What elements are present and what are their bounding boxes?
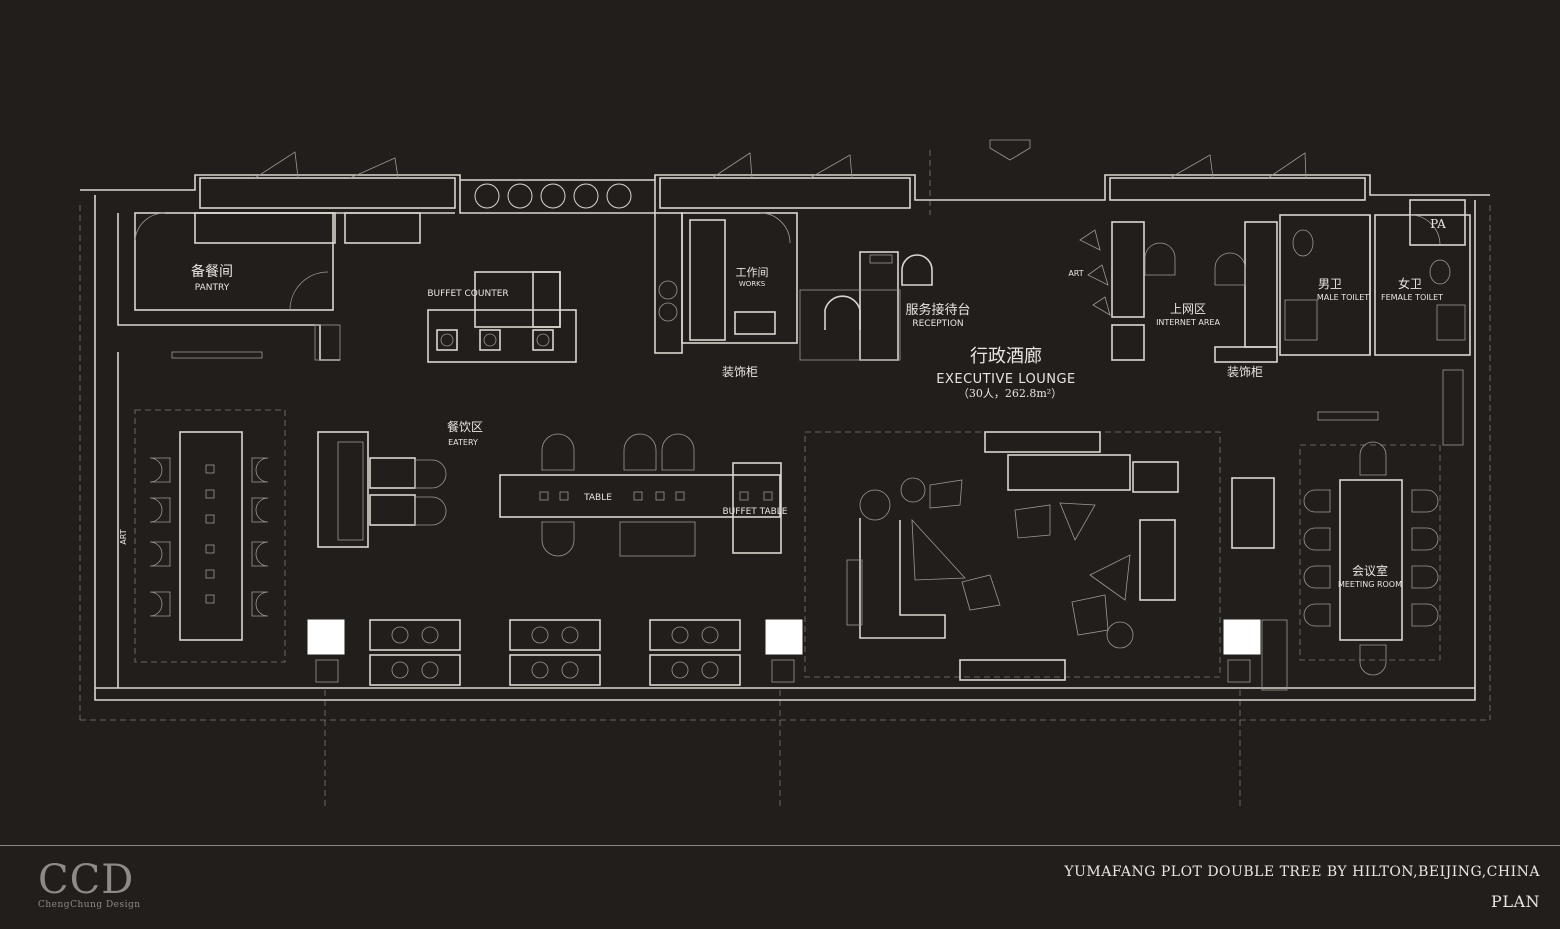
table-label: TABLE	[583, 493, 612, 503]
pa-room	[1409, 199, 1466, 246]
reception-zh-label: 服务接待台	[905, 302, 970, 318]
pantry-room	[117, 212, 421, 361]
reception-en-label: RECEPTION	[912, 319, 963, 329]
lounge-en-label: EXECUTIVE LOUNGE	[936, 372, 1075, 387]
meeting-room	[1231, 369, 1464, 691]
art-left-label: ART	[119, 529, 128, 544]
internet-zh-label: 上网区	[1170, 302, 1206, 316]
female-en-label: FEMALE TOILET	[1381, 293, 1443, 302]
lounge-zh-label: 行政酒廊	[970, 346, 1042, 367]
meeting-zh-label: 会议室	[1352, 563, 1388, 578]
buffet-counter	[427, 271, 577, 363]
logo-mark: CCD	[38, 857, 135, 903]
pa-label: PA	[1430, 217, 1446, 231]
central-table	[499, 433, 782, 557]
footer-divider	[0, 845, 1560, 846]
left-partitions	[117, 324, 341, 688]
decor-circles	[474, 183, 632, 209]
female-zh-label: 女卫	[1398, 276, 1422, 291]
top-door-swings	[254, 139, 1307, 179]
eatery-en-label: EATERY	[448, 438, 478, 447]
project-title: YUMAFANG PLOT DOUBLE TREE BY HILTON,BEIJ…	[1064, 864, 1540, 880]
grid-lines	[79, 150, 1491, 810]
sheet-name: PLAN	[1491, 892, 1540, 911]
works-room	[654, 212, 798, 354]
bottom-tables	[369, 619, 741, 686]
pantry-en-label: PANTRY	[195, 283, 230, 293]
cabinet-right-label: 装饰柜	[1227, 365, 1263, 379]
cabinet-left-label: 装饰柜	[722, 365, 758, 379]
pantry-zh-label: 备餐间	[191, 263, 233, 280]
ccd-logo: CCD ChengChung Design	[38, 858, 141, 910]
eatery-zh-label: 餐饮区	[447, 419, 483, 434]
buffet-table-label: BUFFET TABLE	[723, 507, 788, 517]
toilets	[1279, 214, 1471, 356]
structural-columns	[307, 619, 1261, 655]
long-dining-table	[134, 409, 286, 663]
internet-en-label: INTERNET AREA	[1156, 318, 1220, 327]
male-zh-label: 男卫	[1318, 277, 1342, 291]
works-zh-label: 工作间	[736, 266, 769, 279]
logo-subtitle: ChengChung Design	[38, 900, 141, 910]
reception-desk	[799, 251, 933, 361]
lounge-seating	[804, 431, 1221, 681]
male-en-label: MALE TOILET	[1317, 293, 1369, 302]
works-en-label: WORKS	[739, 280, 766, 288]
column-bases	[315, 659, 1251, 683]
meeting-en-label: MEETING ROOM	[1338, 580, 1402, 589]
internet-area	[1079, 221, 1278, 363]
lounge-capacity-label: （30人，262.8m²）	[958, 387, 1062, 400]
art-right-label: ART	[1068, 269, 1083, 278]
eatery-booth	[317, 431, 447, 548]
buffet-counter-label: BUFFET COUNTER	[427, 289, 508, 299]
